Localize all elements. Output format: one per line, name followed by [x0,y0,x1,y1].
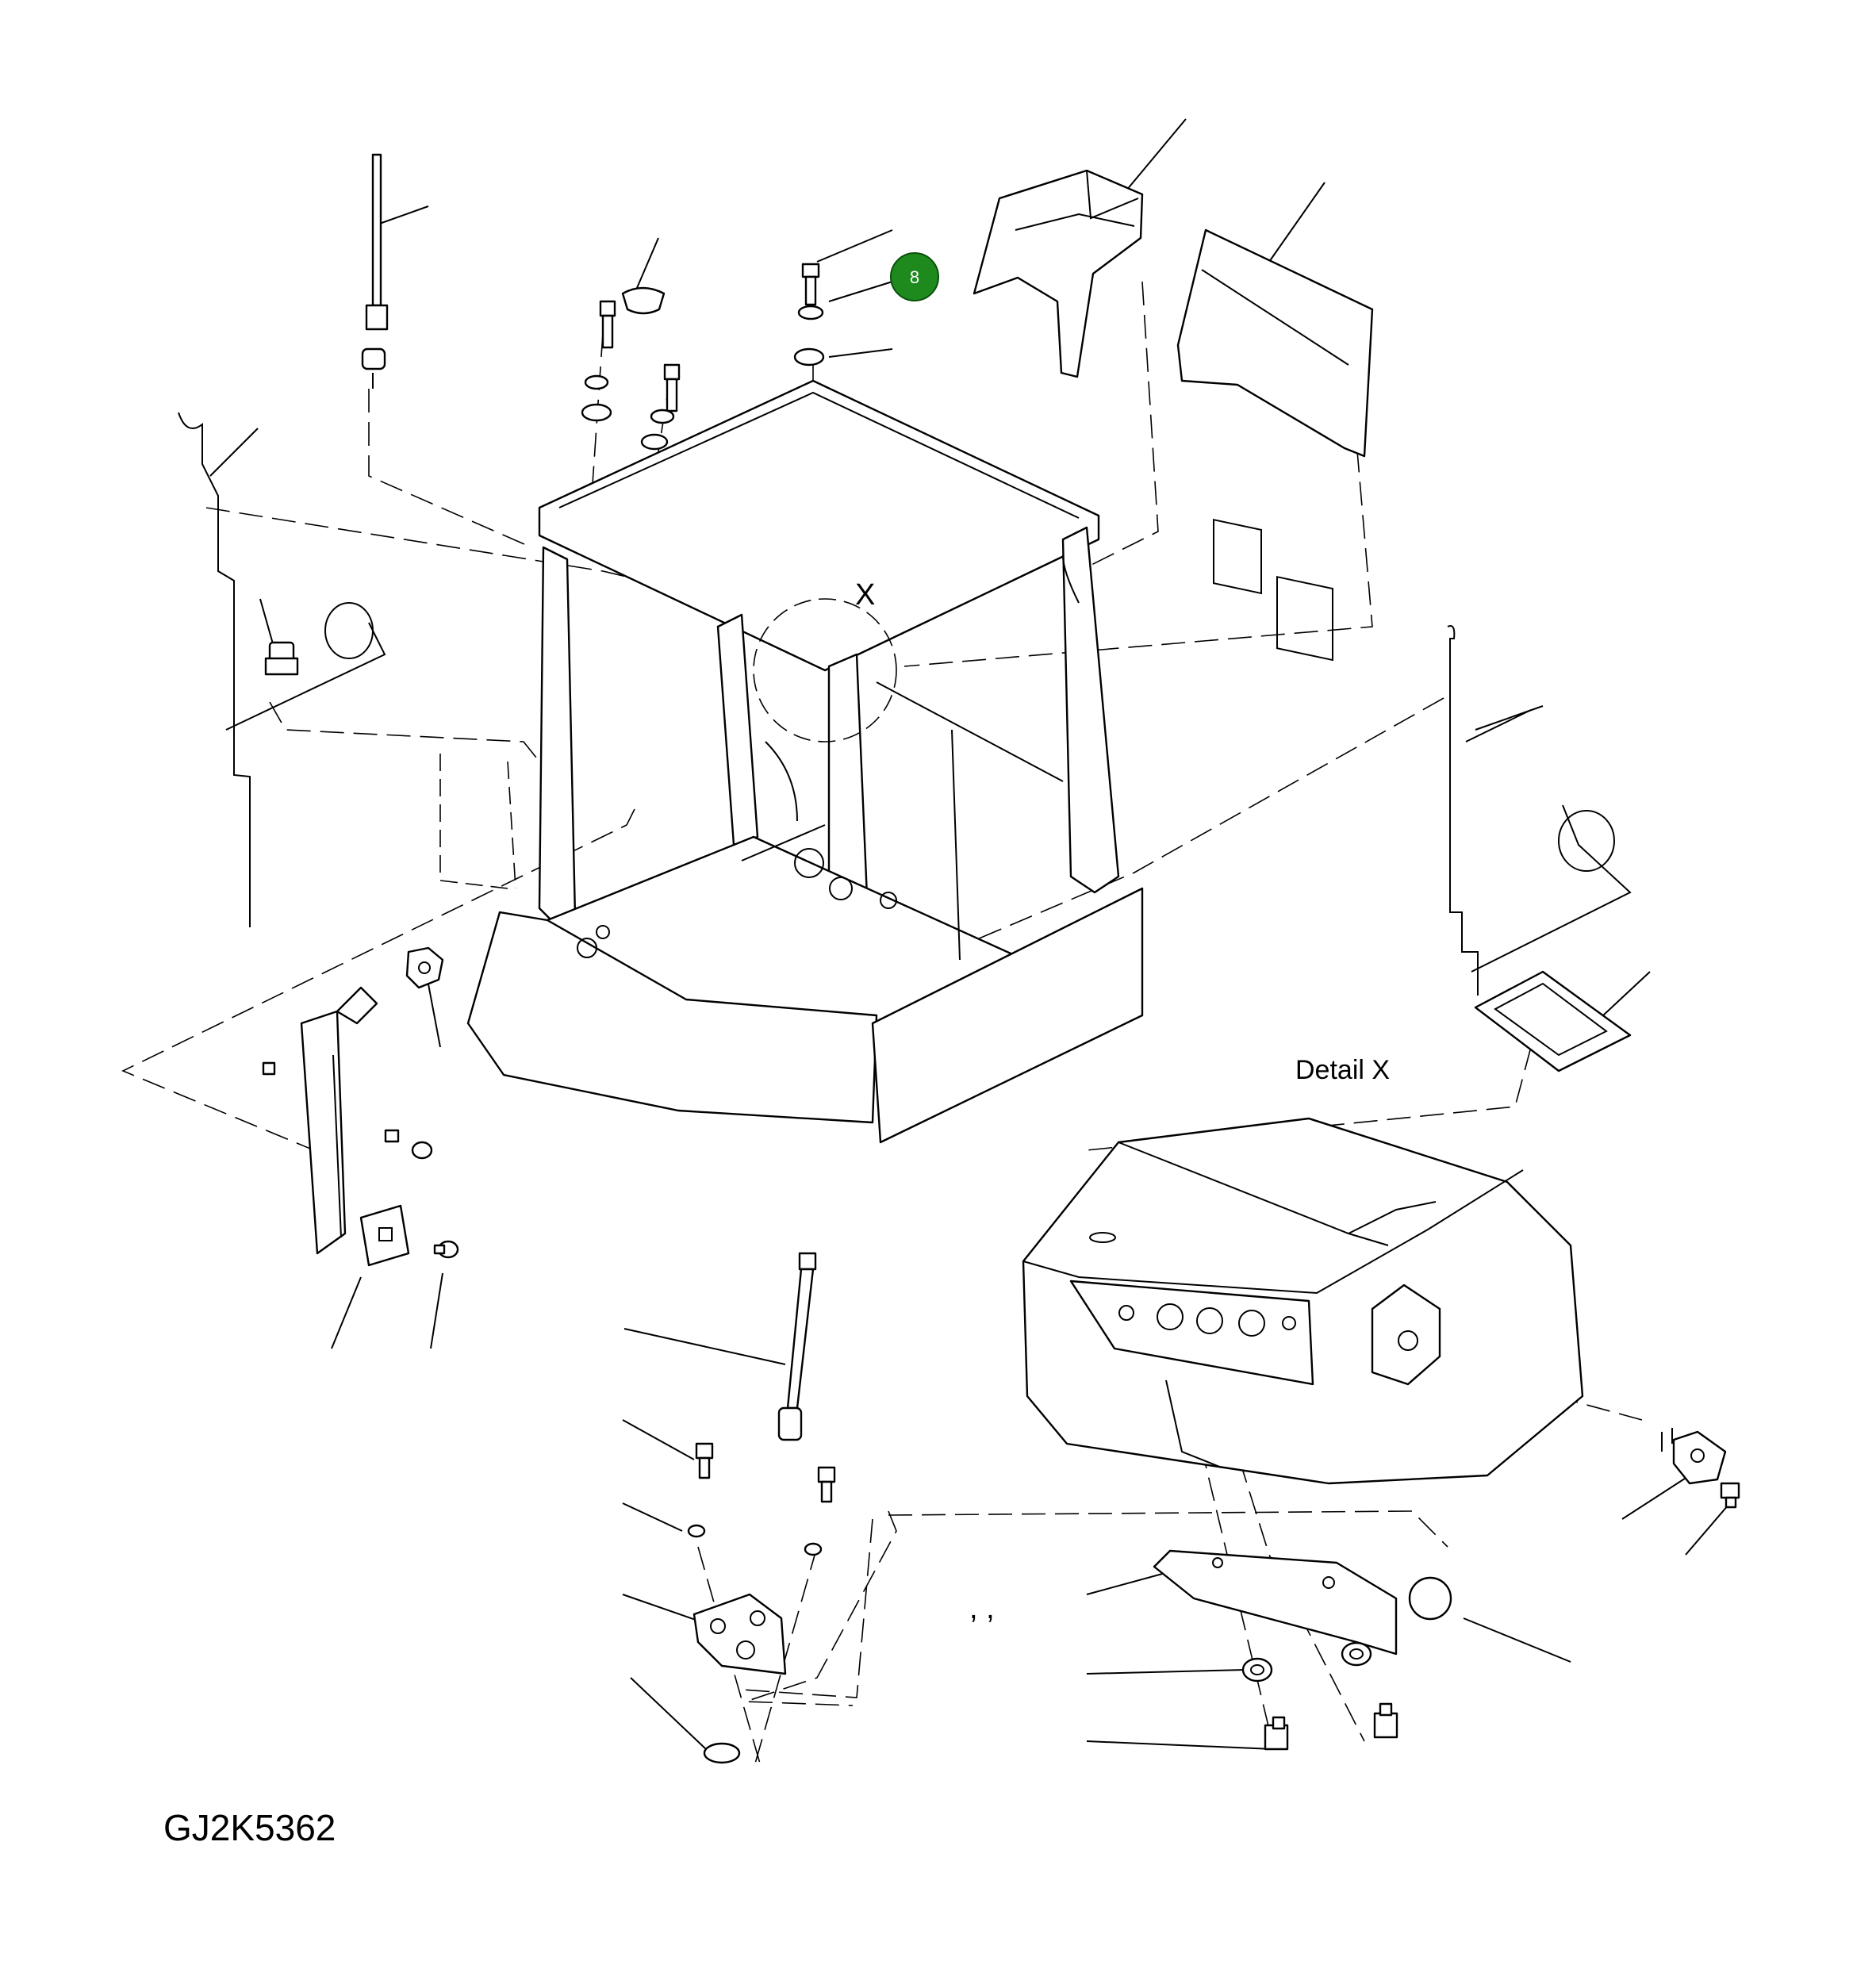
round-cap [1408,1576,1452,1621]
callout-8-circle [890,252,939,301]
left-side-panel [178,412,386,927]
callout-8[interactable]: 8 [890,252,939,301]
detail-x-marker: X [855,578,875,612]
washer-bottom [703,1742,741,1764]
mount-plate [692,1593,787,1675]
bolts-lower-right [1264,1702,1398,1751]
bolt-washer-stack-top [793,263,825,366]
pillar-trim [300,986,378,1255]
small-screw-right [1720,1482,1740,1509]
cover-panel-part [1176,228,1374,662]
step-bracket [1153,1549,1398,1656]
switch-box [359,1204,410,1267]
detail-x-circle [753,598,897,742]
right-side-panel [1447,625,1632,996]
washers-lower-right [1241,1641,1372,1682]
callout-8-label: 8 [910,267,919,287]
cap-plug-top [621,286,666,315]
separator-marks: , , [969,1592,995,1625]
mount-bracket-small [405,946,444,989]
antenna-mast-lower [777,1252,817,1441]
leader-lines [209,118,1734,1750]
bolts-left-top [581,300,681,451]
drawing-number: GJ2K5362 [163,1807,336,1848]
rubber-mat [1474,970,1632,1072]
connector-bracket [1661,1428,1727,1485]
detail-x-view [1022,1117,1584,1485]
small-bolts-left [262,1061,459,1259]
detail-title: Detail X [1295,1055,1390,1085]
air-duct-part [973,169,1144,378]
lower-bolts-center [687,1442,836,1556]
antenna-top [361,153,389,389]
cab-frame [466,379,1144,1144]
